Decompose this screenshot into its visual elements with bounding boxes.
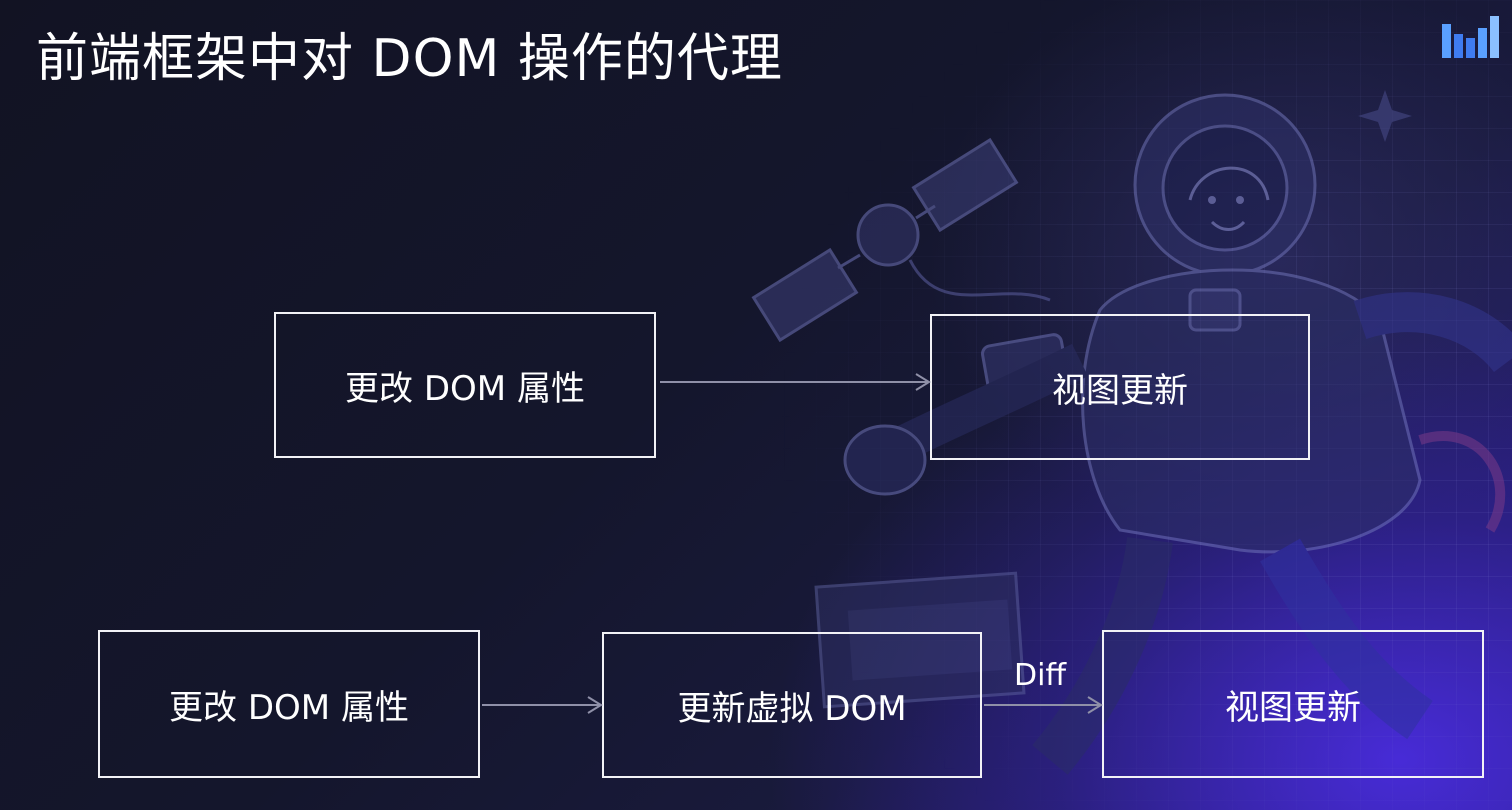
edge-label-diff: Diff [1014, 658, 1067, 693]
node-label: 视图更新 [1225, 687, 1361, 728]
astronaut-illustration [751, 90, 1512, 775]
node-label: 更改 DOM 属性 [169, 687, 409, 728]
node-label: 视图更新 [1052, 370, 1188, 411]
slide-title: 前端框架中对 DOM 操作的代理 [36, 29, 783, 89]
bar-logo-icon [1442, 16, 1499, 58]
node-view-update-vdom: 视图更新 [1102, 630, 1484, 778]
node-update-virtual-dom: 更新虚拟 DOM [602, 632, 982, 778]
node-label: 更改 DOM 属性 [345, 368, 585, 409]
edge-arrow-to-vdom [482, 696, 603, 714]
node-change-dom-attr-direct: 更改 DOM 属性 [274, 312, 656, 458]
node-view-update-direct: 视图更新 [930, 314, 1310, 460]
node-label: 更新虚拟 DOM [677, 688, 907, 729]
satellite-icon [751, 137, 1019, 343]
node-change-dom-attr-vdom: 更改 DOM 属性 [98, 630, 480, 778]
star-icon [1358, 90, 1412, 142]
